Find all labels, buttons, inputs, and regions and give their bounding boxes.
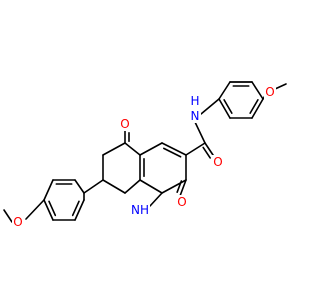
bond <box>218 81 231 100</box>
bond <box>25 199 45 220</box>
double-bond <box>163 147 182 158</box>
double-bond <box>71 200 80 217</box>
atom-label-layer: O O N H O O NH O <box>12 85 276 229</box>
bond <box>74 179 85 194</box>
double-bond <box>74 199 85 221</box>
bond <box>43 179 54 201</box>
atom-h-amide: H <box>190 94 199 108</box>
bond <box>124 179 141 194</box>
bond <box>185 142 206 156</box>
bond <box>251 81 264 100</box>
bond <box>274 83 287 90</box>
double-bond <box>48 200 57 217</box>
bond <box>161 179 187 194</box>
bond <box>102 142 126 156</box>
atom-background <box>189 93 201 107</box>
atom-background <box>119 117 131 131</box>
bond <box>102 179 126 194</box>
bond <box>194 121 206 144</box>
double-bond <box>223 99 233 114</box>
double-bond <box>249 99 259 114</box>
atom-o-methoxy-right: O <box>265 85 274 99</box>
atom-n-amide: N <box>191 109 200 123</box>
bond <box>124 142 141 156</box>
molecule-diagram: O O N H O O NH O <box>3 81 287 229</box>
atom-background <box>212 155 224 169</box>
double-bond <box>251 98 264 119</box>
double-bond <box>218 98 231 119</box>
atom-background <box>264 85 276 99</box>
double-bond <box>43 199 54 221</box>
atom-o-ketone: O <box>120 117 129 131</box>
atom-background <box>176 195 188 209</box>
bond <box>149 192 163 207</box>
bond <box>139 142 163 156</box>
double-bond <box>179 179 187 197</box>
double-bond <box>202 146 211 159</box>
bond <box>3 209 13 223</box>
bond-layer <box>3 81 287 223</box>
bond <box>139 179 163 194</box>
atom-background <box>130 203 150 217</box>
bond <box>200 98 220 115</box>
atom-background <box>12 215 24 229</box>
atom-o-lactam: O <box>177 195 186 209</box>
atom-background <box>189 109 201 123</box>
double-bond <box>161 142 187 156</box>
atom-nh-ring: NH <box>131 203 149 217</box>
atom-o-methoxy-left: O <box>13 215 22 229</box>
structure-drawing: O O N H O O NH O <box>3 81 287 229</box>
atom-o-amide: O <box>213 155 222 169</box>
bond <box>83 179 104 194</box>
